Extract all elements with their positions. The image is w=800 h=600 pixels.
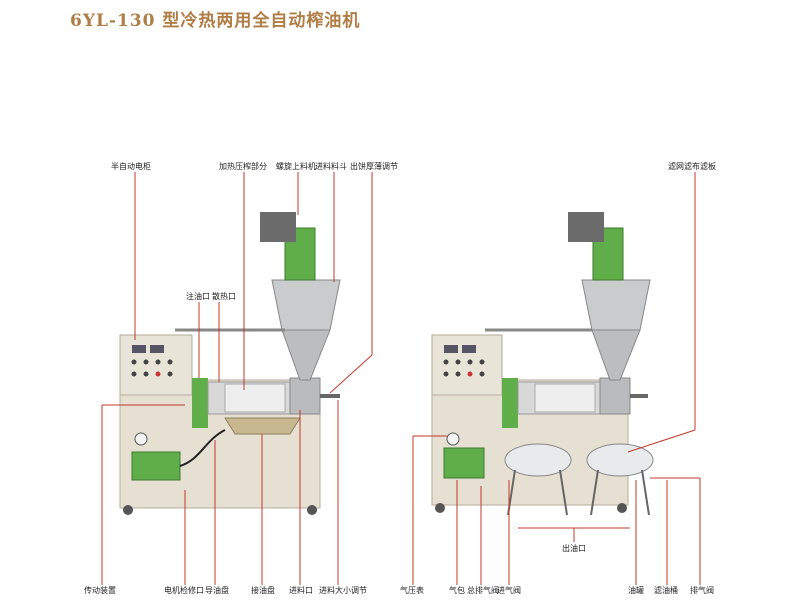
label-oil-tank: 油罐 (628, 586, 644, 595)
filter-tank-left (504, 443, 572, 477)
page-title: 6YL-130 型冷热两用全自动榨油机 (70, 11, 361, 31)
label-feed-size-adjust: 进料大小调节 (319, 586, 367, 595)
air-unit (131, 451, 181, 481)
label-hopper: 进料料斗 (315, 162, 347, 171)
label-screw-feeder: 螺旋上料机 (276, 162, 316, 171)
label-pressure-gauge: 气压表 (400, 586, 424, 595)
label-oil-inlet: 注油口 (186, 292, 210, 301)
label-heat-press: 加热压榨部分 (219, 162, 267, 171)
label-filter-cloth: 滤网滤布滤板 (668, 162, 716, 171)
label-motor-port: 电机检修口 (164, 586, 204, 595)
label-air-bag: 气包 (449, 586, 465, 595)
control-cabinet (119, 334, 193, 396)
hopper (271, 279, 341, 331)
feeder-motor (260, 212, 296, 242)
oil-pan (224, 417, 301, 435)
left-machine (119, 212, 341, 515)
label-oil-guide: 导油盘 (205, 586, 229, 595)
label-heat-vent: 散热口 (212, 292, 236, 301)
gear-housing (192, 378, 208, 428)
label-exhaust-valve: 排气阀 (690, 586, 714, 595)
label-drive-device: 传动装置 (84, 586, 116, 595)
label-inlet-valve: 进气阀 (497, 586, 521, 595)
right-machine (431, 212, 654, 516)
label-cake-adjust: 出饼厚薄调节 (350, 162, 398, 171)
filter-tank-right (586, 443, 654, 477)
label-feed-port: 进料口 (289, 586, 313, 595)
label-oil-pan: 接油盘 (251, 586, 275, 595)
label-semi-auto-cabinet: 半自动电柜 (111, 162, 151, 171)
control-display (132, 345, 146, 353)
label-filter-bucket: 滤油桶 (654, 586, 678, 595)
leader-lines (101, 172, 701, 585)
label-main-vent-valve: 总排气阀 (467, 586, 499, 595)
pressure-gauge (134, 432, 148, 446)
label-oil-outlet: 出油口 (562, 544, 586, 553)
